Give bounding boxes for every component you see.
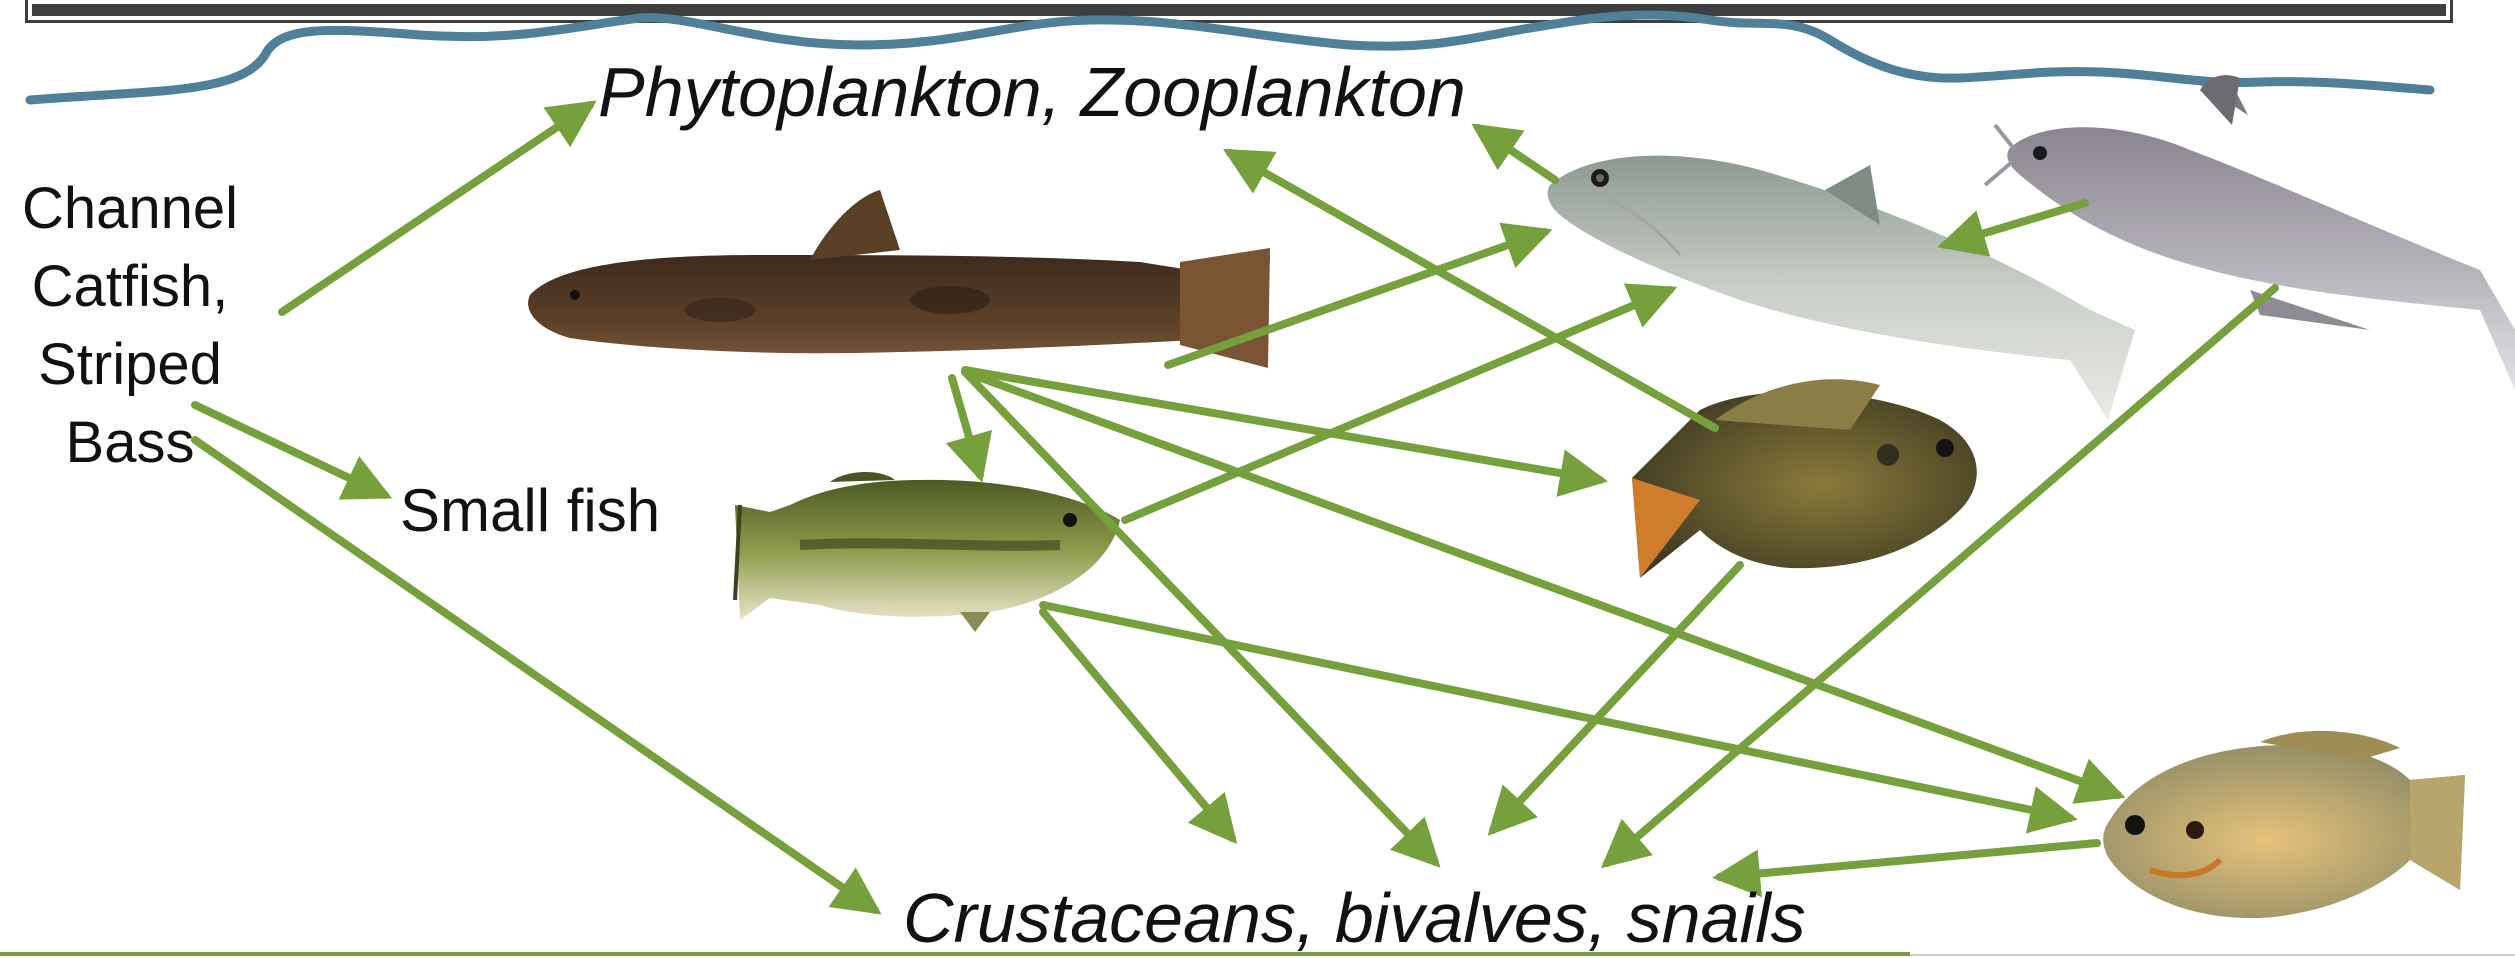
small-fish-label: Small fish [400,476,660,545]
plankton-label: Phytoplankton, Zooplankton [598,52,1466,132]
arrow-madtom-to-benthos [965,372,1435,862]
arrow-shad-to-plankton [1478,128,1555,180]
arrow-madtom-to-bass [952,378,980,475]
arrow-predators-to-plankton [282,105,590,312]
arrow-bass-to-bluegill [1043,605,2070,818]
arrow-sunfish-to-benthos [1493,565,1740,830]
madtom-icon [528,190,1270,368]
benthos-label: Crustaceans, bivalves, snails [903,878,1806,958]
predators-label: Channel Catfish, Striped Bass [0,170,260,482]
bottom-rule [0,952,1910,956]
arrow-bluegill-to-benthos [1720,843,2097,877]
arrow-madtom-to-sunfish [965,370,1600,480]
arrow-bass-to-benthos [1043,612,1232,838]
arrow-catfish-to-shad [1945,203,2085,245]
bluegill-icon [2103,731,2465,918]
